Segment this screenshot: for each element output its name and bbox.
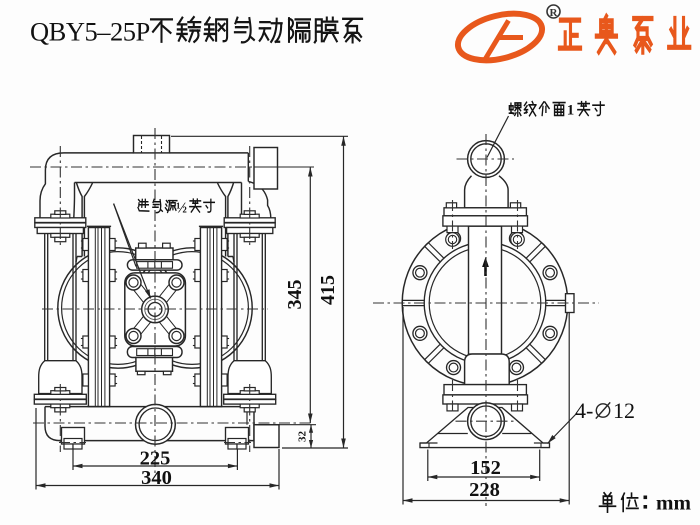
svg-text:152: 152: [470, 457, 501, 479]
svg-text:4-: 4-: [575, 398, 593, 423]
svg-text:mm: mm: [656, 491, 691, 515]
svg-text:QBY5–25P: QBY5–25P: [30, 17, 150, 47]
svg-text:340: 340: [141, 467, 172, 489]
svg-text:225: 225: [140, 447, 171, 469]
svg-text:415: 415: [317, 275, 339, 305]
svg-text:345: 345: [284, 280, 306, 310]
svg-text:½: ½: [176, 201, 187, 217]
svg-text:228: 228: [469, 479, 500, 501]
svg-text:12: 12: [613, 398, 635, 423]
svg-text:32: 32: [297, 431, 309, 443]
svg-text:R: R: [550, 7, 559, 19]
svg-text:1: 1: [567, 103, 575, 119]
